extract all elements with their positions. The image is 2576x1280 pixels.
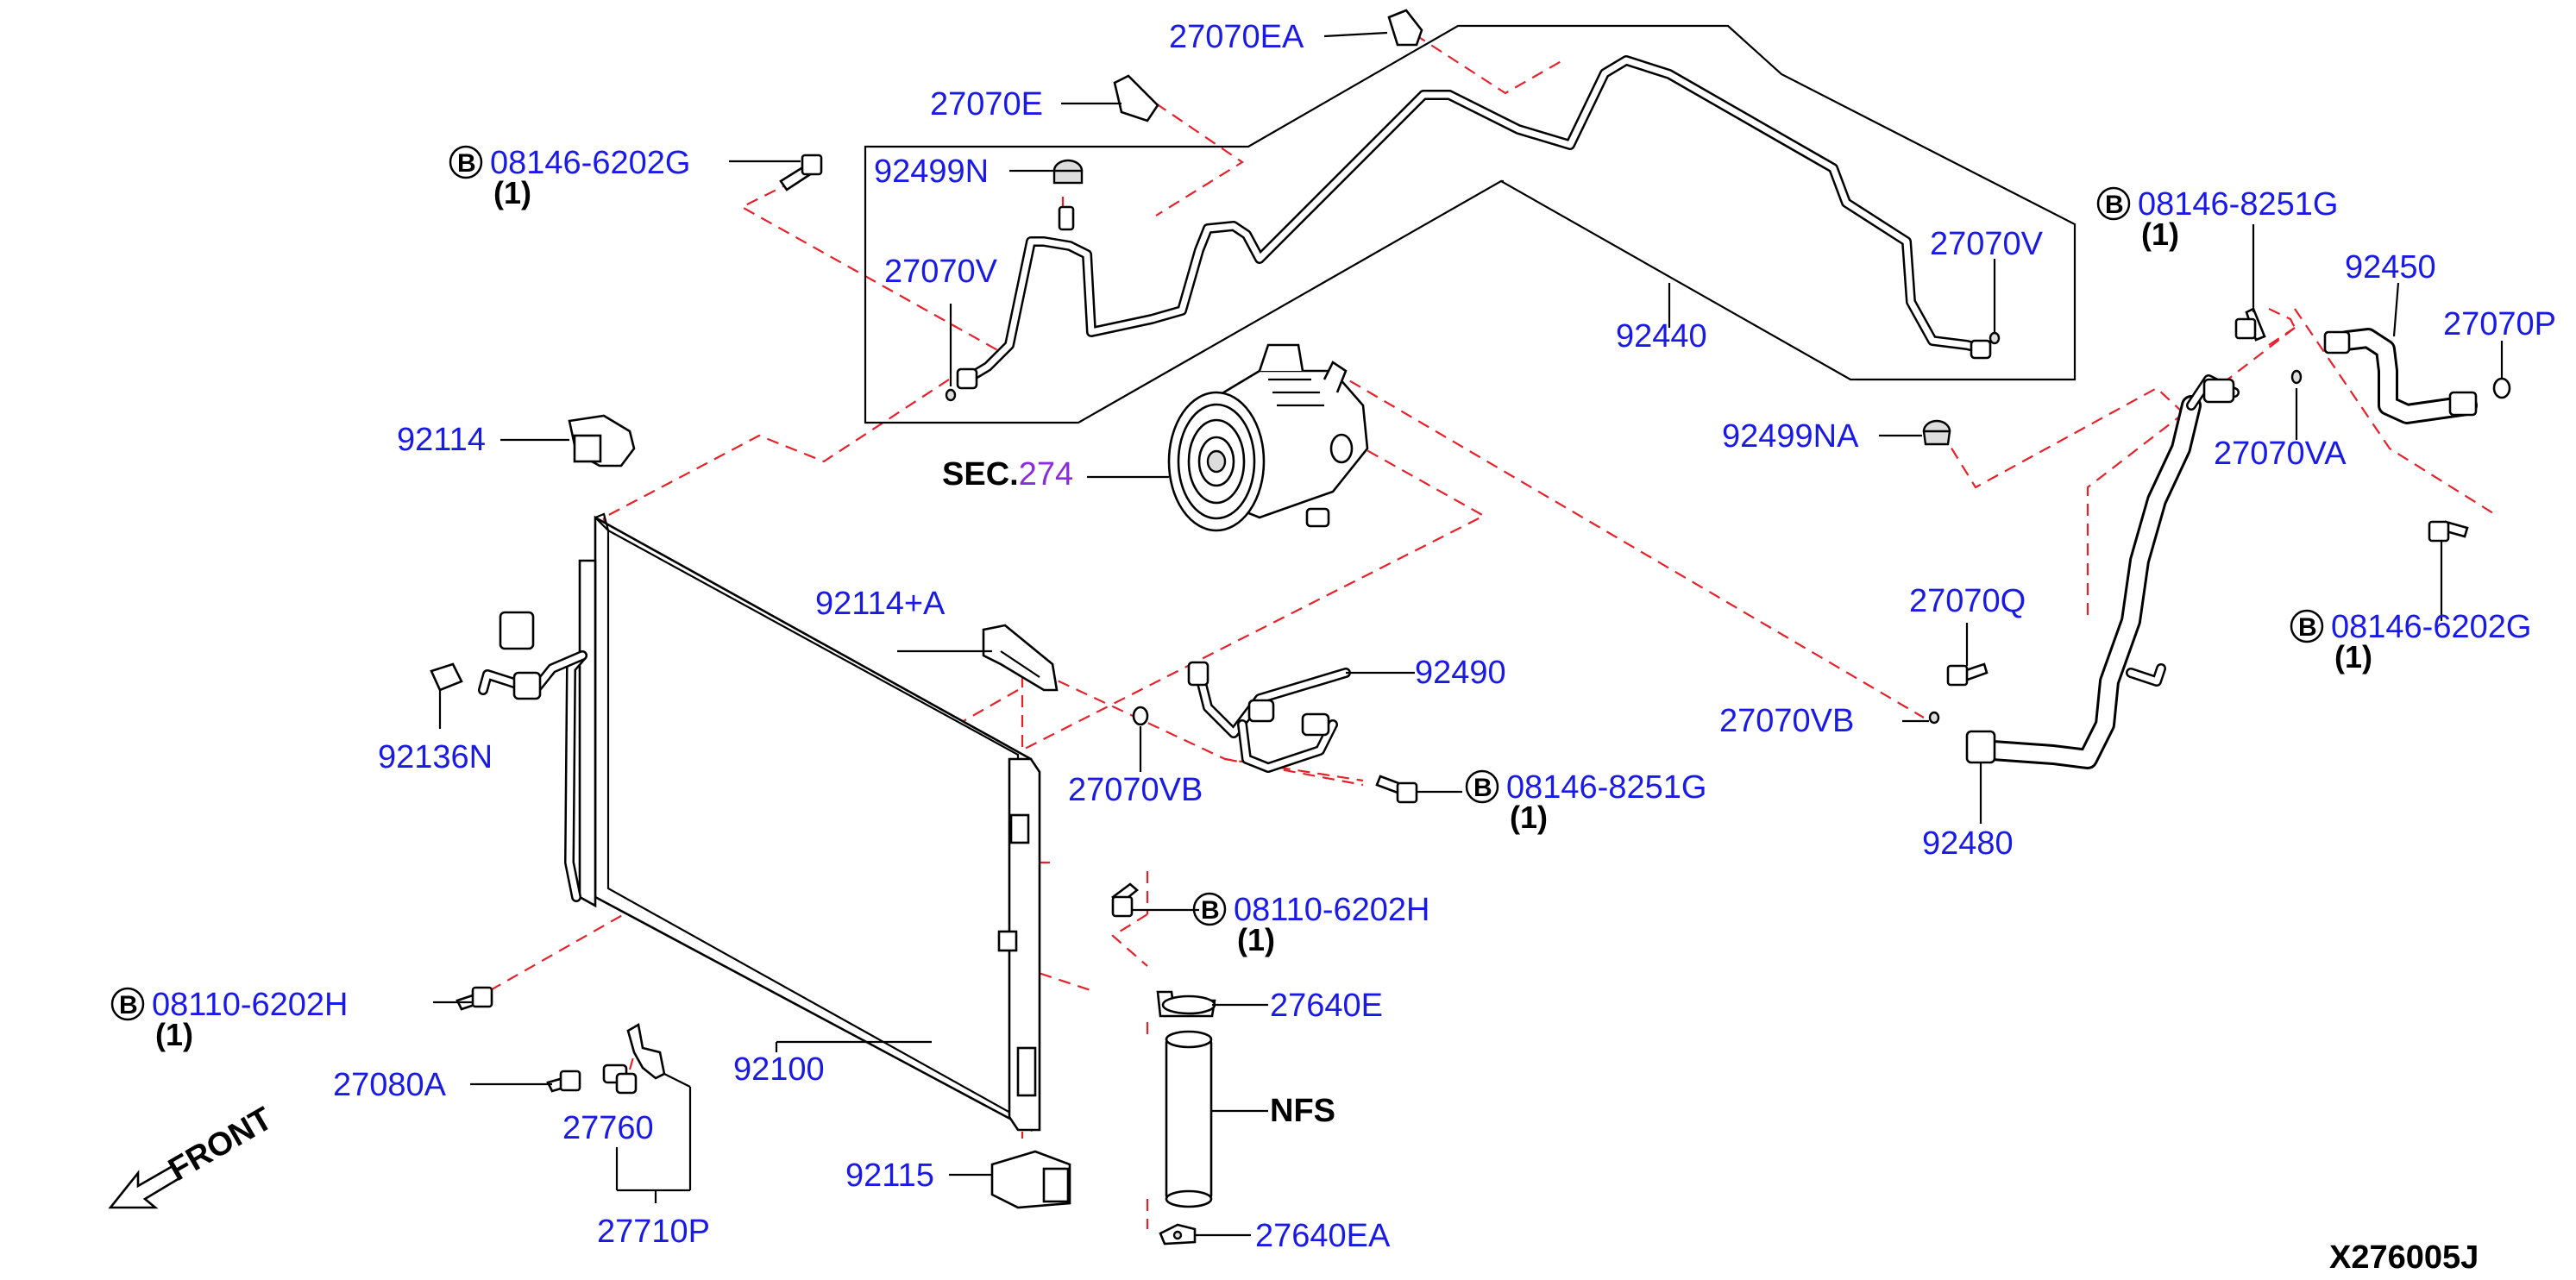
oring-27070V-left[interactable]: [945, 388, 957, 402]
label-27070V-left[interactable]: 27070V: [884, 254, 998, 290]
svg-text:B: B: [1201, 896, 1220, 925]
svg-text:(1): (1): [2334, 639, 2372, 675]
compressor-sec-274[interactable]: [1167, 343, 1369, 532]
label-08110-6202H-mid[interactable]: B 08110-6202H (1): [1192, 892, 1429, 957]
label-08146-6202G-top[interactable]: B 08146-6202G (1): [449, 145, 690, 210]
cap-92499N[interactable]: [1052, 159, 1084, 185]
label-92115[interactable]: 92115: [845, 1158, 934, 1194]
bracket-27710P[interactable]: [626, 1022, 666, 1080]
svg-text:08146-6202G: 08146-6202G: [2331, 609, 2531, 645]
bolt-top-left[interactable]: [779, 154, 823, 191]
bolt-08110-6202H-mid[interactable]: [1111, 882, 1140, 918]
label-92499NA[interactable]: 92499NA: [1722, 418, 1859, 455]
label-08146-8251G-mid[interactable]: B 08146-8251G (1): [1465, 769, 1706, 835]
leader-lines: [433, 31, 2504, 1237]
label-27070VB-mid[interactable]: 27070VB: [1068, 772, 1203, 808]
label-92450[interactable]: 92450: [2345, 249, 2436, 285]
oring-27070V-right[interactable]: [1989, 331, 2001, 345]
label-27070VA[interactable]: 27070VA: [2214, 436, 2347, 472]
sensor-27760[interactable]: [602, 1064, 638, 1095]
label-92480[interactable]: 92480: [1922, 825, 2014, 862]
svg-text:B: B: [2105, 191, 2124, 219]
pipe-assembly-outline: [864, 24, 2077, 424]
front-label: FRONT: [163, 1101, 279, 1189]
high-pressure-pipe[interactable]: [956, 55, 1992, 390]
bracket-92115[interactable]: [990, 1150, 1071, 1209]
bolt-08110-6202H-left[interactable]: [456, 986, 493, 1011]
label-27070E[interactable]: 27070E: [930, 86, 1043, 122]
svg-text:08146-6202G: 08146-6202G: [490, 145, 690, 181]
label-27640E[interactable]: 27640E: [1270, 988, 1383, 1024]
bolt-08146-8251G-right[interactable]: [2234, 307, 2266, 342]
front-arrow-icon: [108, 1164, 181, 1209]
svg-text:08110-6202H: 08110-6202H: [1234, 892, 1429, 928]
hose-92480[interactable]: [1965, 374, 2240, 769]
label-27710P[interactable]: 27710P: [597, 1214, 710, 1250]
bracket-92114[interactable]: [568, 414, 636, 467]
label-27760[interactable]: 27760: [562, 1110, 654, 1146]
label-92499N[interactable]: 92499N: [874, 154, 989, 190]
receiver-drier-nfs[interactable]: [1165, 1030, 1213, 1208]
svg-text:(1): (1): [1237, 922, 1275, 957]
label-27070P[interactable]: 27070P: [2443, 306, 2556, 342]
svg-text:B: B: [119, 991, 138, 1020]
cap-27070EA[interactable]: [1387, 9, 1423, 47]
label-27070VB-right[interactable]: 27070VB: [1719, 703, 1854, 739]
pipe-92490[interactable]: [1187, 661, 1351, 773]
label-92490[interactable]: 92490: [1415, 655, 1506, 691]
oring-27070P[interactable]: [2492, 377, 2511, 399]
svg-text:(1): (1): [2141, 216, 2179, 252]
svg-text:B: B: [2298, 613, 2317, 642]
label-08146-6202G-right[interactable]: B 08146-6202G (1): [2290, 609, 2531, 675]
bolt-08146-6202G-right[interactable]: [2428, 520, 2469, 543]
label-92114-a[interactable]: 92114+A: [815, 586, 946, 622]
label-92136N[interactable]: 92136N: [378, 739, 493, 775]
clamp-27640E[interactable]: [1156, 990, 1216, 1018]
part-labels: 27070EA 27070E B 08146-6202G (1) 92499N …: [110, 19, 2556, 1254]
label-27070V-right[interactable]: 27070V: [1930, 226, 2044, 262]
svg-text:B: B: [457, 149, 476, 178]
svg-text:B: B: [1473, 774, 1492, 802]
bracket-92114-a[interactable]: [982, 624, 1059, 692]
svg-text:(1): (1): [1510, 800, 1548, 835]
oring-27070VB-right[interactable]: [1928, 711, 1940, 725]
diagram-id: X276005J: [2329, 1239, 2479, 1276]
bolt-27080A[interactable]: [546, 1070, 581, 1093]
svg-text:08110-6202H: 08110-6202H: [152, 987, 348, 1023]
condenser[interactable]: [578, 512, 1041, 1133]
label-08146-8251G-right[interactable]: B 08146-8251G (1): [2096, 186, 2338, 252]
label-92114[interactable]: 92114: [397, 422, 486, 458]
bolt-08146-8251G-mid[interactable]: [1375, 775, 1418, 804]
oring-27070VB-mid[interactable]: [1132, 706, 1149, 726]
svg-text:(1): (1): [155, 1017, 193, 1052]
label-08110-6202H-left[interactable]: B 08110-6202H (1): [110, 987, 348, 1052]
svg-text:(1): (1): [493, 175, 531, 210]
label-27640EA[interactable]: 27640EA: [1255, 1218, 1391, 1254]
cap-27070E[interactable]: [1113, 74, 1159, 122]
label-27070Q[interactable]: 27070Q: [1909, 583, 2026, 619]
label-27070EA[interactable]: 27070EA: [1169, 19, 1304, 55]
cap-27640EA[interactable]: [1159, 1223, 1197, 1245]
bolt-27070Q[interactable]: [1946, 662, 1989, 687]
cap-92499NA[interactable]: [1922, 419, 1951, 446]
label-92440[interactable]: 92440: [1616, 318, 1707, 355]
oring-27070VA[interactable]: [2290, 369, 2303, 385]
label-nfs[interactable]: NFS: [1270, 1093, 1335, 1129]
pressure-sensor-harness[interactable]: [430, 611, 587, 902]
label-92100[interactable]: 92100: [733, 1051, 825, 1088]
svg-text:08146-8251G: 08146-8251G: [1506, 769, 1706, 806]
label-27080A[interactable]: 27080A: [333, 1067, 447, 1103]
svg-text:08146-8251G: 08146-8251G: [2138, 186, 2338, 223]
hose-92450[interactable]: [2323, 328, 2478, 424]
front-direction-indicator: FRONT: [108, 1101, 279, 1209]
label-sec-274[interactable]: SEC.274: [942, 456, 1073, 493]
